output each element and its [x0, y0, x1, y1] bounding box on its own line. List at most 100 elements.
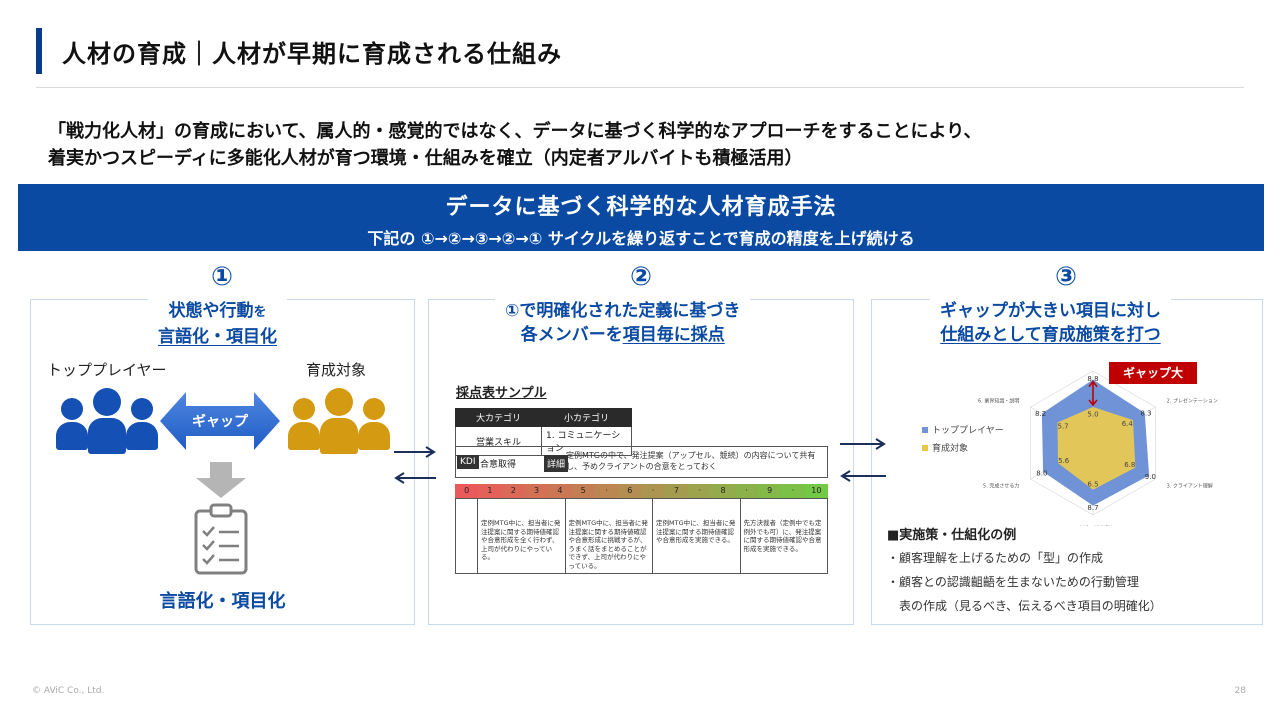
- category-header-major: 大カテゴリ: [455, 408, 542, 427]
- radar-value-label-top: 8.7: [1087, 504, 1098, 512]
- radar-value-label-top: 8.8: [1087, 375, 1098, 383]
- intro-line-1: 「戦力化人材」の育成において、属人的・感覚的ではなく、データに基づく科学的なアプ…: [48, 121, 982, 142]
- score-description-cell: [456, 499, 478, 573]
- radar-series-trainee: [1057, 407, 1136, 490]
- kdi-tag: KDI: [457, 455, 479, 469]
- radar-value-label-trainee: 5.0: [1087, 410, 1098, 418]
- gap-indicator-arrowhead-icon: [1088, 380, 1098, 388]
- step-3-heading-a: ギャップが大きい項目に対し: [940, 301, 1161, 321]
- gap-double-arrow-icon: [160, 392, 280, 450]
- score-cell: 8: [711, 484, 735, 498]
- radar-value-label-top: 8.2: [1035, 410, 1046, 418]
- score-cell: 7: [664, 484, 689, 498]
- score-cell: 0: [455, 484, 479, 498]
- gap-indicator-arrowhead-icon: [1088, 399, 1098, 407]
- kdi-box: KDI 合意取得 詳細 定例MTGの中で、発注提案（アップセル、競続）の内容につ…: [455, 446, 828, 478]
- step-2-heading-c: 項目毎に採点: [622, 325, 725, 345]
- legend-item-top-player: トッププレイヤー: [922, 423, 1004, 436]
- cycle-arrows-2-3-icon: [840, 438, 886, 482]
- measures-title: ■実施策・仕組化の例: [887, 528, 1017, 543]
- clipboard-checklist-icon: [194, 503, 248, 575]
- radar-axis-label: 4. 分析・仮説構築: [1072, 525, 1113, 526]
- legend-label: 育成対象: [932, 444, 969, 454]
- legend-swatch: [922, 445, 928, 451]
- step-1-heading: 状態や行動を 言語化・項目化: [148, 299, 287, 349]
- step-2-heading-a: ①で明確化された定義に基づき: [505, 301, 741, 321]
- radar-axis-label: 2. プレゼンテーション: [1167, 398, 1218, 405]
- score-description-grid: 定例MTG中に、担当者に発注提案に関する期待値確認や合意形成を全く行わず、上司が…: [455, 498, 828, 574]
- radar-value-label-top: 9.0: [1145, 473, 1156, 481]
- legend-swatch: [922, 427, 928, 433]
- title-divider: [36, 87, 1244, 88]
- step-1-bottom-label: 言語化・項目化: [159, 591, 286, 612]
- radar-value-label-trainee: 6.4: [1122, 420, 1134, 428]
- score-description-cell: 定例MTG中に、担当者に発注提案に関する期待値確認や合意形成を全く行わず、上司が…: [478, 499, 566, 573]
- category-cell-minor: 1. コミュニケーション: [541, 426, 632, 456]
- measure-item: ・顧客との認識齟齬を生まないための行動管理: [887, 575, 1139, 589]
- score-cell: ·: [594, 484, 619, 498]
- score-description-cell: 先方決裁者（定例中でも定例外でも可）に、発注提案に関する期待値確認や合意形成を実…: [743, 519, 822, 553]
- radar-value-label-trainee: 6.8: [1124, 461, 1135, 469]
- score-cell: 6: [618, 484, 642, 498]
- radar-value-label-trainee: 5.6: [1058, 457, 1070, 465]
- radar-axis-label: 5. 完成させる力: [983, 482, 1019, 489]
- trainee-label: 育成対象: [306, 361, 367, 379]
- measure-item: ・顧客理解を上げるための「型」の作成: [887, 551, 1104, 565]
- step-3-number: ③: [1054, 262, 1077, 292]
- step-1-number: ①: [210, 262, 233, 292]
- score-cell: 4: [548, 484, 572, 498]
- score-cell: ·: [781, 484, 805, 498]
- page-title: 人材の育成｜人材が早期に育成される仕組み: [62, 40, 562, 68]
- radar-axis-label: 3. クライアント理解: [1167, 482, 1213, 489]
- category-cell-major: 営業スキル: [455, 426, 542, 456]
- step-3-heading: ギャップが大きい項目に対し 仕組みとして育成施策を打つ: [930, 299, 1171, 347]
- method-banner: データに基づく科学的な人材育成手法 下記の ①→②→③→②→① サイクルを繰り返…: [18, 184, 1264, 251]
- banner-title: データに基づく科学的な人材育成手法: [445, 195, 837, 220]
- step-2-heading: ①で明確化された定義に基づき 各メンバーを項目毎に採点: [495, 299, 751, 347]
- detail-text: 定例MTGの中で、発注提案（アップセル、競続）の内容について共有し、予めクライア…: [566, 451, 816, 471]
- radar-value-label-trainee: 6.5: [1087, 480, 1098, 488]
- radar-value-label-trainee: 5.7: [1057, 423, 1068, 431]
- score-cell: 3: [524, 484, 549, 498]
- score-description-cell: 定例MTG中に、担当者に発注提案に関する期待値確認や合意形成に挑戦するが、うまく…: [566, 499, 653, 573]
- step-1-heading-c: 言語化・項目化: [158, 327, 277, 347]
- radar-axis-label: 6. 業界知識・説明: [978, 398, 1019, 405]
- legend-label: トッププレイヤー: [932, 426, 1004, 436]
- step-3-heading-b: 仕組みとして育成施策を打つ: [940, 325, 1161, 345]
- step-1-heading-b: を: [253, 305, 267, 320]
- gap-label: ギャップ: [192, 414, 248, 430]
- score-cell: ·: [688, 484, 712, 498]
- step-2-number: ②: [629, 262, 652, 292]
- title-accent-bar: [36, 28, 42, 74]
- radar-value-label-top: 8.0: [1036, 470, 1047, 478]
- skill-radar-chart: 8.8 8.3 9.0 8.7 8.0 8.2 5.0 6.4 6.8 6.5 5.6 5.7 2. プ…: [978, 370, 1218, 526]
- down-arrow-icon: [196, 462, 246, 498]
- banner-subtitle: 下記の ①→②→③→②→① サイクルを繰り返すことで育成の精度を上げ続ける: [367, 229, 915, 248]
- cycle-arrows-1-2-icon: [394, 446, 436, 484]
- step-2-panel: [428, 299, 854, 625]
- gap-large-badge: ギャップ大: [1109, 362, 1197, 384]
- measure-item: 表の作成（見るべき、伝えるべき項目の明確化）: [887, 599, 1162, 613]
- score-cell: ·: [734, 484, 759, 498]
- category-table: 大カテゴリ 小カテゴリ 営業スキル 1. コミュニケーション: [455, 408, 632, 456]
- step-1-heading-a: 状態や行動: [168, 301, 254, 321]
- sample-sheet-title: 採点表サンプル: [456, 386, 547, 401]
- score-cell: 9: [758, 484, 782, 498]
- legend-item-trainee: 育成対象: [922, 441, 968, 454]
- page-number: 28: [1234, 686, 1246, 696]
- score-cell: ·: [641, 484, 665, 498]
- kdi-value: 合意取得: [480, 460, 517, 470]
- score-cell: 5: [571, 484, 595, 498]
- detail-tag: 詳細: [544, 455, 569, 472]
- score-cell: 10: [804, 484, 828, 498]
- intro-text: 「戦力化人材」の育成において、属人的・感覚的ではなく、データに基づく科学的なアプ…: [48, 118, 981, 172]
- intro-line-2: 着実かつスピーディに多能化人材が育つ環境・仕組みを確立（内定者アルバイトも積極活…: [48, 148, 803, 169]
- score-cell: 2: [501, 484, 525, 498]
- copyright: © AViC Co., Ltd.: [32, 686, 105, 696]
- top-player-label: トッププレイヤー: [47, 361, 167, 379]
- step-2-heading-b: 各メンバーを: [520, 325, 623, 345]
- score-description-cell: 定例MTG中に、担当者に発注提案に関する期待値確認や合意形成を実施できる。: [653, 499, 741, 573]
- score-cell: 1: [478, 484, 502, 498]
- radar-value-label-top: 8.3: [1140, 409, 1151, 417]
